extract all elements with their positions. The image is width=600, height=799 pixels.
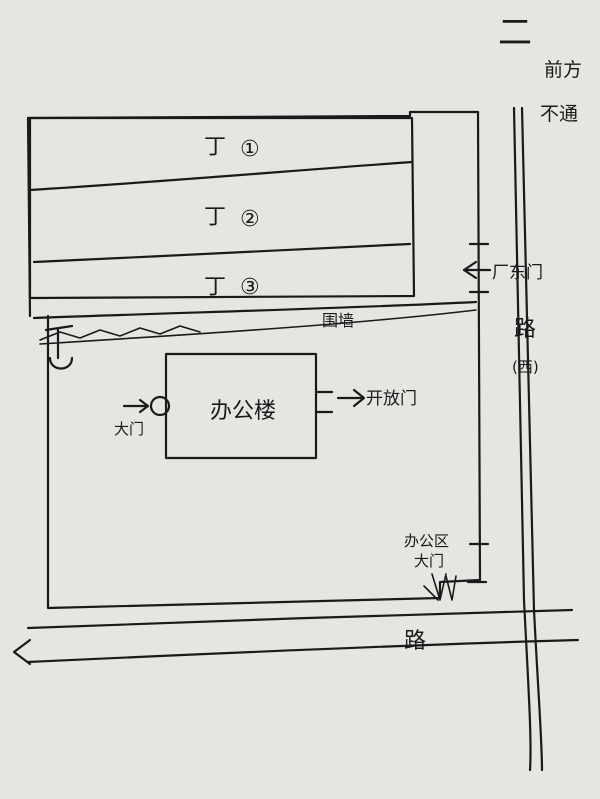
wall-line-top: [32, 300, 478, 320]
building-3-number: ③: [240, 275, 260, 300]
bottom-road-edge-top: [26, 608, 574, 630]
bottom-road-label: 路: [404, 629, 426, 654]
office-area-gate-arrows-icon: [423, 573, 457, 601]
wall-gate-post-icon: [44, 324, 74, 370]
factory-gate-label: 厂东门: [492, 263, 543, 283]
office-west-gate-circle-icon: [149, 395, 171, 417]
office-area-gate-label-2: 大门: [414, 552, 444, 570]
office-east-gate-label: 开放门: [366, 389, 417, 409]
compound-boundary: [26, 110, 482, 610]
wall-hatch: [39, 325, 201, 341]
bottom-road-edge-bottom: [26, 638, 580, 664]
building-divider-2: [32, 242, 412, 264]
building-1-label: 丁: [204, 135, 226, 160]
right-road-edge-left: [512, 106, 532, 772]
office-building: [164, 352, 318, 460]
building-2-label: 丁: [204, 205, 226, 230]
right-road-edge-right: [520, 106, 544, 772]
title-mark: 二: [498, 13, 532, 53]
office-area-gate-label-1: 办公区: [404, 532, 449, 550]
factory-block: [28, 116, 416, 300]
building-2-number: ②: [240, 207, 260, 232]
office-east-gate-arrow-icon: [352, 388, 366, 408]
office-west-gate-arrow-head: [138, 398, 150, 414]
bottom-road-arrow-icon: [12, 638, 32, 666]
right-road-sub-label: (西): [512, 358, 539, 376]
building-3-label: 丁: [204, 275, 226, 300]
building-1-number: ①: [240, 137, 260, 162]
wall-label: 围墙: [322, 311, 354, 330]
office-building-label: 办公楼: [210, 399, 276, 424]
building-divider-1: [28, 160, 414, 192]
road-notice-line-2: 不通: [540, 103, 578, 125]
wall-line-bottom: [39, 309, 477, 345]
office-west-gate-label: 大门: [114, 420, 144, 438]
road-notice-line-1: 前方: [544, 59, 582, 81]
right-road-label: 路: [514, 317, 536, 342]
